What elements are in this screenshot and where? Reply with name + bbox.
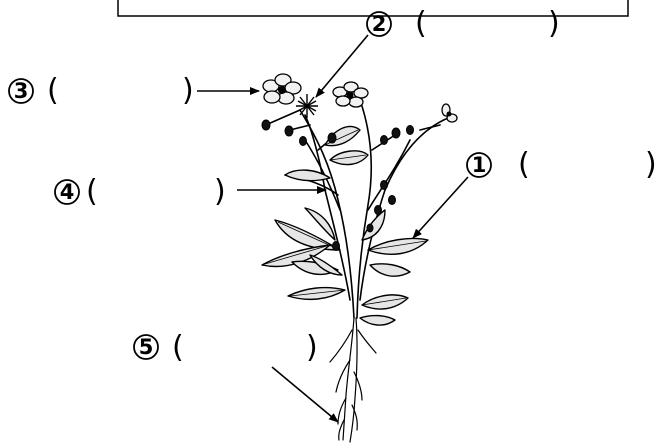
plant-illustration	[262, 74, 457, 442]
label-1-close-paren: )	[645, 147, 657, 182]
arrow-1	[413, 177, 468, 238]
label-5-open-paren: (	[172, 330, 184, 365]
label-3-close-paren: )	[182, 73, 194, 108]
label-2-number: 2	[372, 12, 387, 36]
label-4-close-paren: )	[214, 174, 226, 209]
label-5-close-paren: )	[306, 330, 318, 365]
label-5: 5 ( )	[134, 330, 318, 365]
label-3: 3 ( )	[9, 73, 194, 108]
label-4-open-paren: (	[86, 174, 98, 209]
label-4-number: 4	[60, 180, 75, 204]
label-2-open-paren: (	[415, 6, 427, 41]
label-1-open-paren: (	[518, 147, 530, 182]
label-3-open-paren: (	[47, 73, 59, 108]
label-5-number: 5	[139, 335, 154, 359]
label-3-number: 3	[14, 79, 29, 103]
arrow-5	[272, 367, 338, 422]
flower-middle	[333, 82, 368, 107]
root-system	[330, 318, 376, 442]
label-2: 2 ( )	[367, 6, 560, 41]
flower-left	[263, 74, 301, 104]
label-1: 1 ( )	[467, 147, 657, 182]
label-2-close-paren: )	[548, 6, 560, 41]
seed-head	[296, 94, 318, 118]
label-4: 4 ( )	[55, 174, 226, 209]
label-1-number: 1	[472, 153, 487, 177]
